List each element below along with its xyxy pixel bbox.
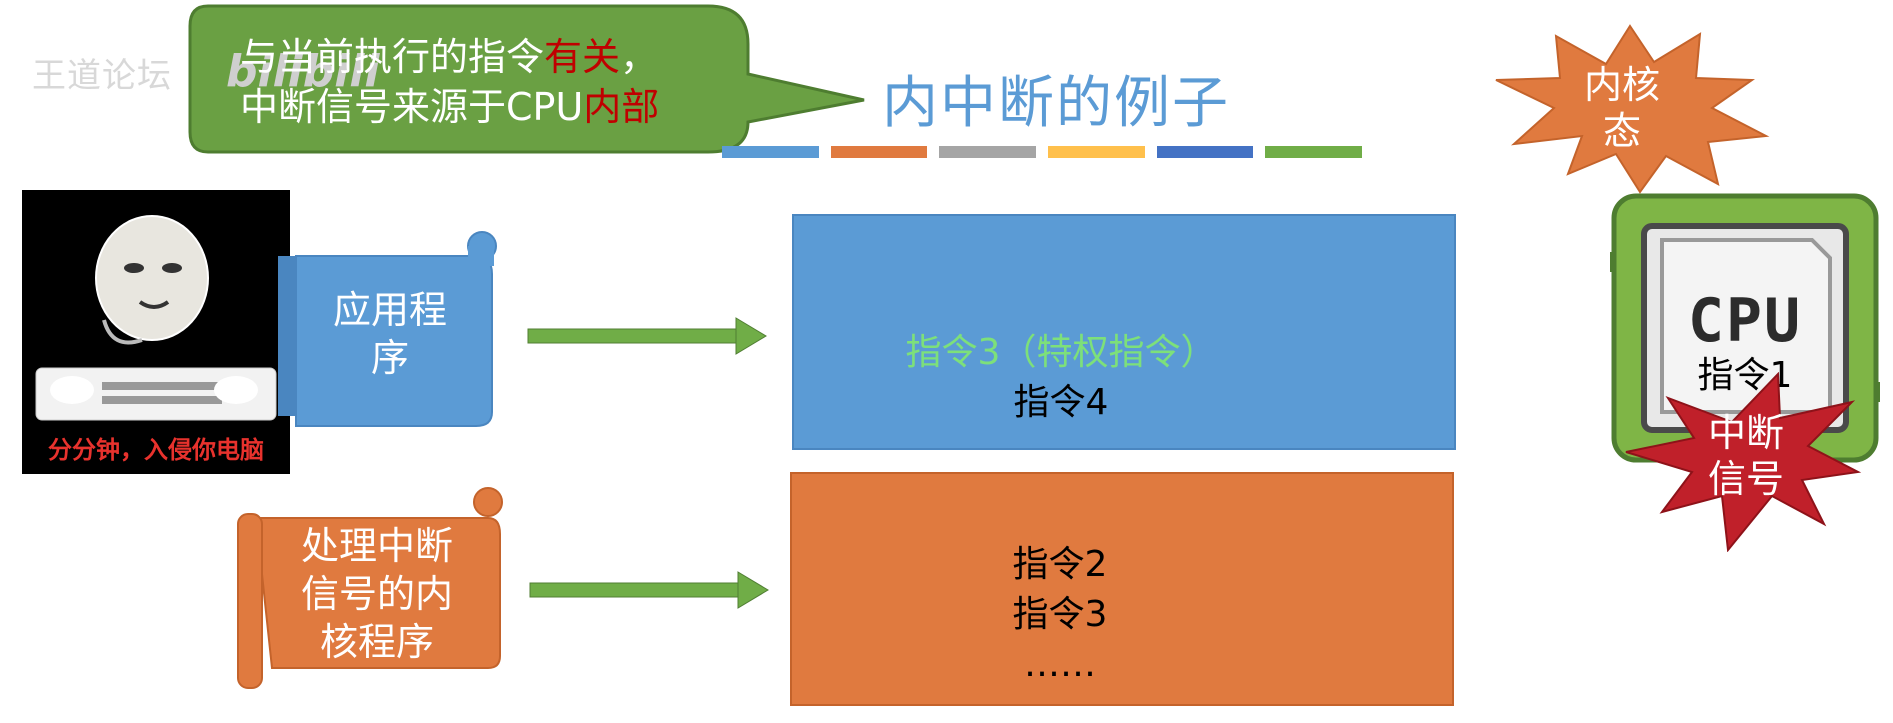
kernel-instruction-ellipsis: …… [1024, 644, 1096, 685]
callout-line-1: 与当前执行的指令有关， [240, 35, 659, 79]
meme-drawing [35, 215, 277, 421]
cpu-label: CPU [1687, 286, 1803, 356]
scroll-app-program [278, 231, 497, 427]
meme-image [22, 190, 290, 474]
kernel-instruction-box [790, 472, 1454, 706]
color-bar-2 [830, 146, 928, 158]
callout-line-2: 中断信号来源于CPU内部 [240, 85, 660, 129]
color-bar-4 [1048, 146, 1145, 158]
app-instruction-list: 指令3（特权指令） 指令4 [792, 328, 1330, 428]
scroll-kernel-program [237, 487, 503, 689]
privileged-instruction: 指令3（特权指令） [905, 332, 1217, 373]
color-bar-1 [722, 146, 819, 158]
callout-highlight-internal: 内部 [583, 85, 660, 129]
page-title: 内中断的例子 [882, 71, 1230, 136]
kernel-instruction-list: 指令2 指令3 …… [790, 540, 1330, 690]
watermark-text: 王道论坛 [32, 56, 172, 96]
callout-bubble [188, 4, 865, 154]
next-instruction: 指令4 [1013, 382, 1109, 423]
interrupt-signal-burst [1625, 372, 1862, 552]
callout-text: 与当前执行的指令有关， 中断信号来源于CPU内部 [240, 32, 700, 132]
app-instruction-box [792, 214, 1456, 450]
callout-highlight-related: 有关 [544, 35, 621, 79]
title-color-bars [722, 146, 1363, 160]
bilibili-logo: bilibili [226, 46, 380, 97]
kernel-mode-burst [1495, 24, 1770, 194]
kernel-instruction-2: 指令2 [1012, 544, 1108, 585]
interrupt-signal-label: 中断 信号 [1707, 411, 1784, 501]
meme-caption: 分分钟，入侵你电脑 [48, 436, 264, 464]
kernel-instruction-3: 指令3 [1012, 594, 1108, 635]
scroll-kernel-label: 处理中断 信号的内 核程序 [300, 524, 453, 664]
scroll-app-label: 应用程 序 [332, 288, 447, 380]
kernel-mode-label: 内核 态 [1583, 63, 1660, 153]
color-bar-5 [1156, 146, 1254, 158]
cpu-chip-icon [1610, 193, 1880, 463]
color-bar-3 [939, 146, 1037, 158]
arrow-kernel [529, 571, 769, 609]
color-bar-6 [1265, 146, 1363, 158]
arrow-app [527, 317, 767, 355]
